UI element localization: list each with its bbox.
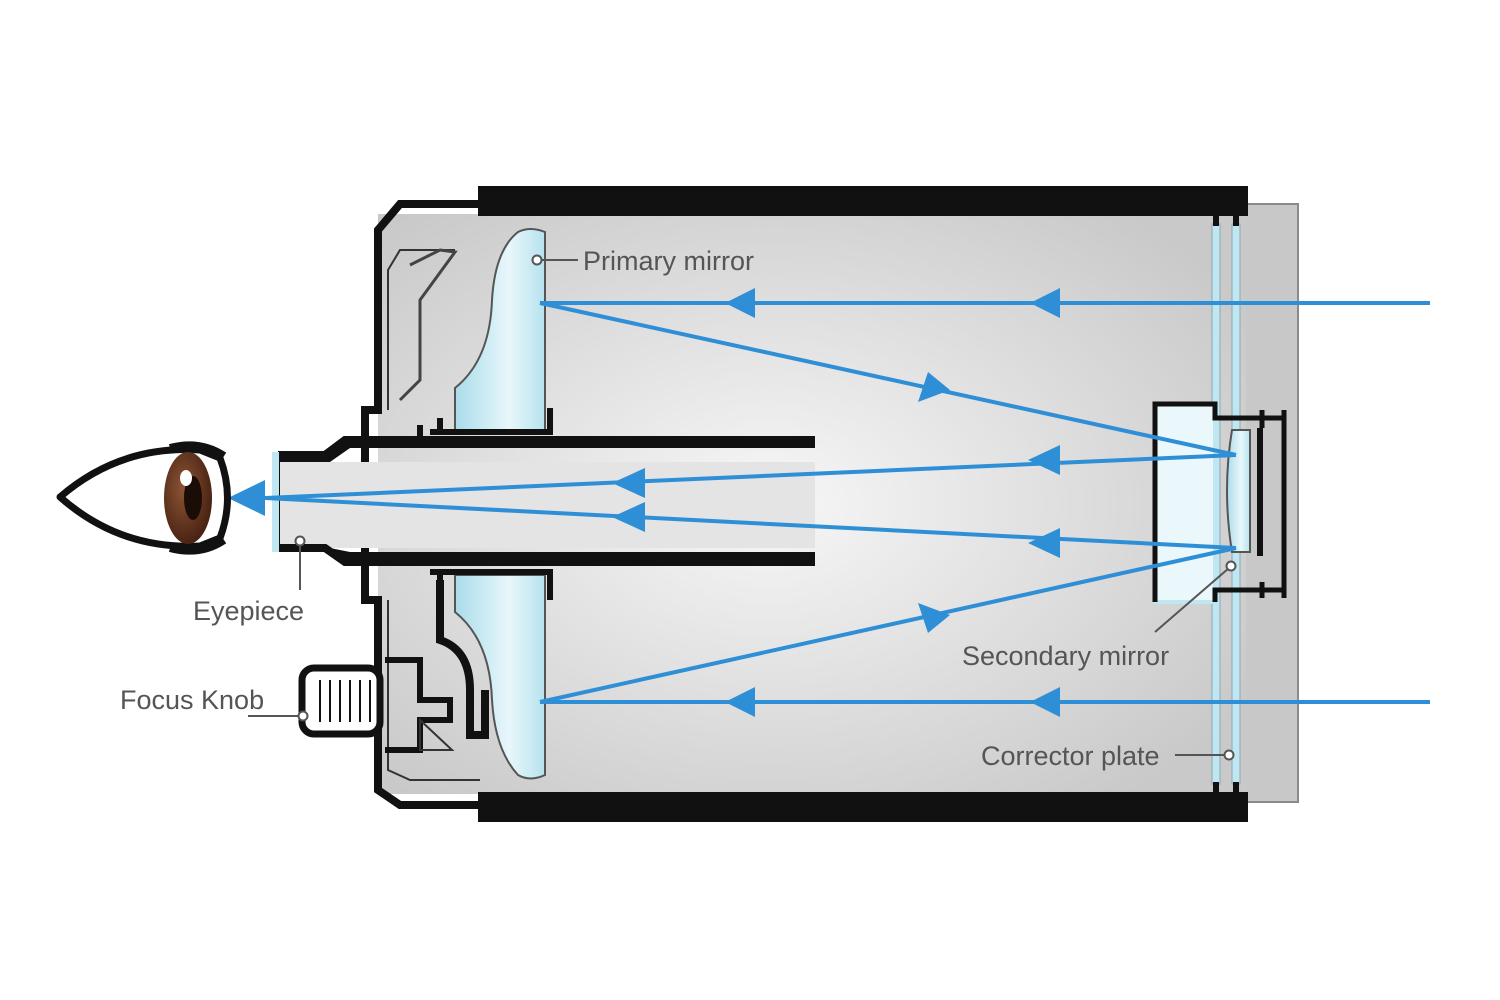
secondary-housing-glass [1153,402,1217,604]
ray-secondary-to-eye-bottom [264,496,1237,550]
secondary-housing-flange [1259,410,1287,598]
primary-mirror-top [454,228,546,433]
ray-arrow [725,288,755,318]
secondary-housing [1152,401,1287,602]
ray-arrow [725,687,755,717]
focus-linkage [436,580,489,739]
ray-arrow [228,480,265,516]
leader-lines [248,254,1237,761]
primary-mount-top [417,408,553,440]
focus-triangle [419,717,455,751]
ray-arrow [918,603,950,633]
rear-cell-inner [387,249,480,781]
baffle-bore [280,462,815,548]
eye-icon [56,441,231,555]
ray-arrow [1030,288,1060,318]
baffle-tube-shell [278,436,815,566]
secondary-mirror [1226,429,1251,553]
label-secondary-mirror: Secondary mirror [962,641,1170,671]
eyepiece-lens [272,452,279,552]
ray-arrow [918,372,950,402]
ray-arrows [228,288,1060,717]
ray-primary-to-secondary-top [539,301,1237,457]
focus-knob-grip [319,680,371,722]
tube-wall-bottom [478,792,1248,822]
ray-primary-to-secondary-bottom [539,546,1237,704]
ray-arrow [1028,445,1060,475]
ray-secondary-to-eye-top [264,453,1237,500]
label-corrector-plate: Corrector plate [981,741,1160,771]
light-rays [264,301,1430,704]
ray-arrow [1030,687,1060,717]
leader-secondary-mirror [1154,567,1230,633]
tube-wall-top [478,186,1248,216]
ray-arrow [612,468,645,498]
label-primary-mirror: Primary mirror [583,246,754,276]
ray-arrow [612,502,645,532]
primary-mirror-bottom [454,574,546,780]
label-focus-knob: Focus Knob [120,685,265,715]
rear-cell-detail-top [398,248,458,402]
label-eyepiece: Eyepiece [193,596,305,626]
ray-arrow [1028,528,1060,558]
